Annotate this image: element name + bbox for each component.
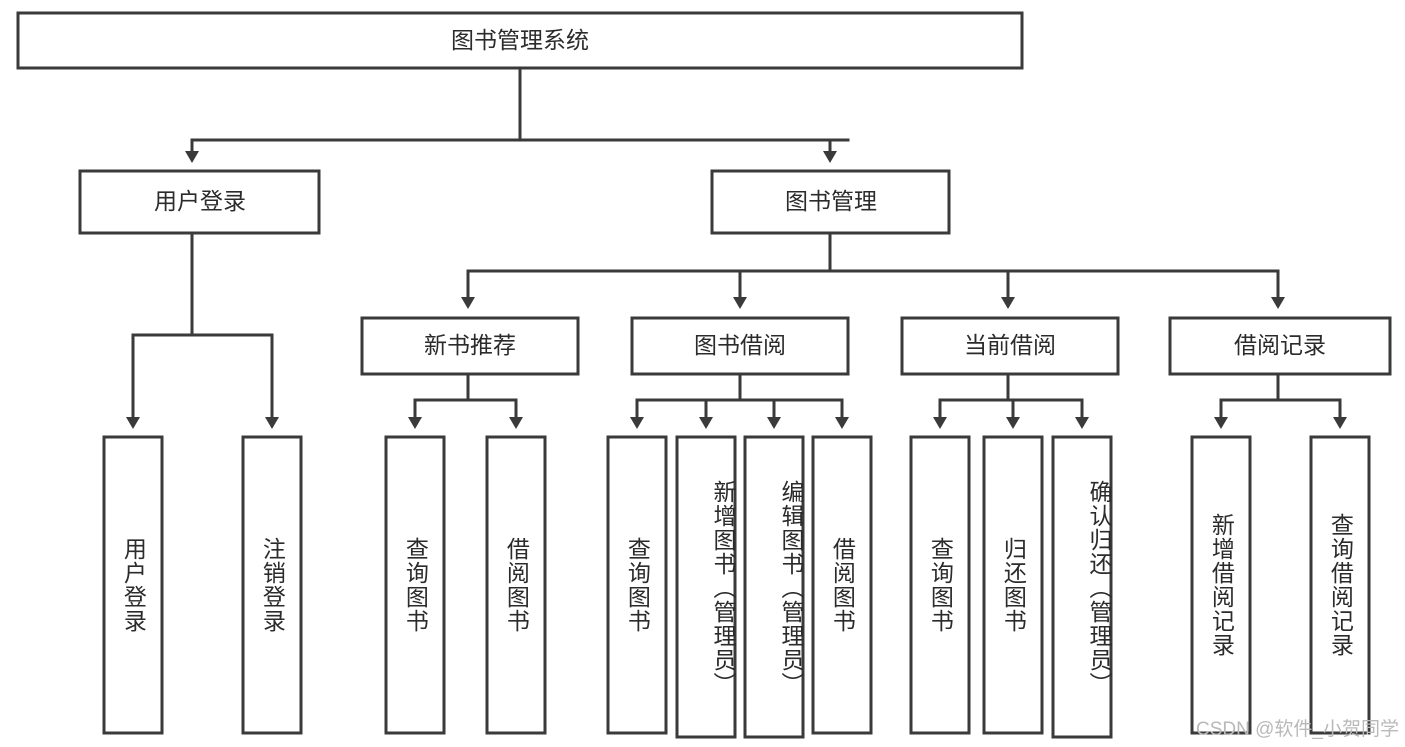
node-leaf-add-record[interactable]: [1190, 435, 1252, 735]
node-leaf-borrow-book-1[interactable]: [485, 435, 547, 735]
node-leaf-query-record[interactable]: [1309, 435, 1371, 735]
node-leaf-borrow-book-2[interactable]: [811, 435, 873, 735]
node-leaf-user-logout[interactable]: [241, 435, 303, 735]
node-book-manage[interactable]: 图书管理: [710, 169, 951, 235]
node-root-label: 图书管理系统: [451, 27, 589, 53]
node-borrow-record[interactable]: 借阅记录: [1168, 316, 1392, 376]
node-leaf-return-book[interactable]: [982, 435, 1044, 735]
node-leaf-query-book-3[interactable]: [909, 435, 971, 735]
node-book-borrow[interactable]: 图书借阅: [630, 316, 850, 376]
node-leaf-add-book[interactable]: [675, 435, 737, 739]
node-book-manage-label: 图书管理: [785, 188, 877, 214]
csdn-watermark: CSDN @软件_小贺同学: [1196, 719, 1399, 740]
node-book-borrow-label: 图书借阅: [694, 332, 786, 358]
node-current-borrow[interactable]: 当前借阅: [900, 316, 1120, 376]
node-leaf-query-book-1[interactable]: [384, 435, 446, 735]
connector-root-to-level2: [185, 66, 850, 163]
node-leaf-confirm-return[interactable]: [1051, 435, 1113, 739]
node-borrow-record-label: 借阅记录: [1234, 332, 1326, 358]
connector-user-login-to-leaves: [126, 231, 279, 429]
node-root[interactable]: 图书管理系统: [16, 11, 1024, 70]
node-leaf-edit-book[interactable]: [743, 435, 805, 739]
node-user-login-label: 用户登录: [154, 188, 246, 214]
node-new-book-rec[interactable]: 新书推荐: [360, 316, 580, 376]
node-leaf-user-login[interactable]: [102, 435, 164, 735]
connector-current-borrow-to-leaves: [933, 372, 1089, 429]
connector-book-manage-to-level3: [461, 231, 1285, 309]
connector-borrow-record-to-leaves: [1214, 372, 1347, 429]
connector-new-book-rec-to-leaves: [408, 372, 523, 429]
node-new-book-rec-label: 新书推荐: [424, 332, 516, 358]
node-user-login[interactable]: 用户登录: [78, 169, 321, 235]
connector-book-borrow-to-leaves: [630, 372, 849, 429]
node-leaf-query-book-2[interactable]: [606, 435, 668, 735]
node-current-borrow-label: 当前借阅: [964, 332, 1056, 358]
